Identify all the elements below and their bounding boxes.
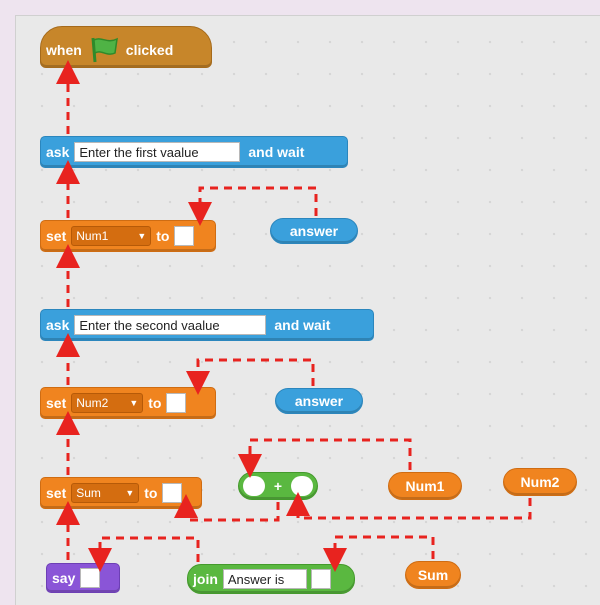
answer-reporter-1[interactable]: answer: [270, 218, 358, 244]
variable-name: Sum: [76, 486, 101, 500]
ask-block-2[interactable]: ask Enter the second vaalue and wait: [40, 309, 374, 341]
set-num2-block[interactable]: set Num2 ▼ to: [40, 387, 216, 419]
arrow-plus-to-set3: [174, 494, 280, 522]
left-operand-slot[interactable]: [243, 476, 265, 496]
when-flag-clicked-block[interactable]: when clicked: [40, 26, 212, 68]
chevron-down-icon: ▼: [137, 231, 147, 241]
variable-name: Num2: [76, 396, 109, 410]
num1-label: Num1: [405, 478, 445, 494]
num2-label: Num2: [520, 474, 560, 490]
answer-label: answer: [289, 223, 339, 239]
set-num1-block[interactable]: set Num1 ▼ to: [40, 220, 216, 252]
variable-name: Num1: [76, 229, 109, 243]
right-operand-slot[interactable]: [291, 476, 313, 496]
variable-dropdown[interactable]: Sum ▼: [71, 483, 140, 503]
ask-block-1[interactable]: ask Enter the first vaalue and wait: [40, 136, 348, 168]
when-label: when: [46, 42, 82, 58]
arrow-answer1-to-set1: [188, 186, 318, 226]
variable-dropdown[interactable]: Num1 ▼: [71, 226, 152, 246]
num2-reporter[interactable]: Num2: [503, 468, 577, 496]
arrow-sum-to-join: [323, 535, 435, 572]
num1-reporter[interactable]: Num1: [388, 472, 462, 500]
value-slot[interactable]: [174, 226, 195, 246]
to-label: to: [148, 395, 162, 411]
clicked-label: clicked: [125, 42, 174, 58]
arrow-num1-to-plus: [238, 438, 412, 478]
variable-dropdown[interactable]: Num2 ▼: [71, 393, 144, 413]
set-label: set: [46, 395, 67, 411]
to-label: to: [144, 485, 158, 501]
ask-prompt-field[interactable]: Enter the first vaalue: [74, 142, 241, 162]
set-label: set: [46, 485, 67, 501]
and-wait-label: and wait: [274, 317, 331, 333]
sum-reporter[interactable]: Sum: [405, 561, 461, 589]
to-label: to: [156, 228, 170, 244]
join-second-slot[interactable]: [310, 569, 331, 589]
ask-label: ask: [46, 317, 70, 333]
ask-label: ask: [46, 144, 70, 160]
sum-label: Sum: [417, 567, 449, 583]
say-label: say: [52, 570, 76, 586]
join-text-field[interactable]: Answer is: [222, 569, 307, 589]
ask-prompt-field[interactable]: Enter the second vaalue: [74, 315, 267, 335]
green-flag-icon: [87, 36, 121, 64]
set-label: set: [46, 228, 67, 244]
chevron-down-icon: ▼: [125, 488, 135, 498]
value-slot[interactable]: [166, 393, 187, 413]
arrow-num2-to-plus: [286, 492, 532, 520]
arrow-join-to-say: [88, 536, 200, 572]
plus-label: +: [273, 478, 283, 494]
chevron-down-icon: ▼: [129, 398, 139, 408]
answer-label: answer: [294, 393, 344, 409]
join-label: join: [193, 571, 218, 587]
answer-reporter-2[interactable]: answer: [275, 388, 363, 414]
and-wait-label: and wait: [248, 144, 305, 160]
arrow-answer2-to-set2: [186, 358, 315, 395]
